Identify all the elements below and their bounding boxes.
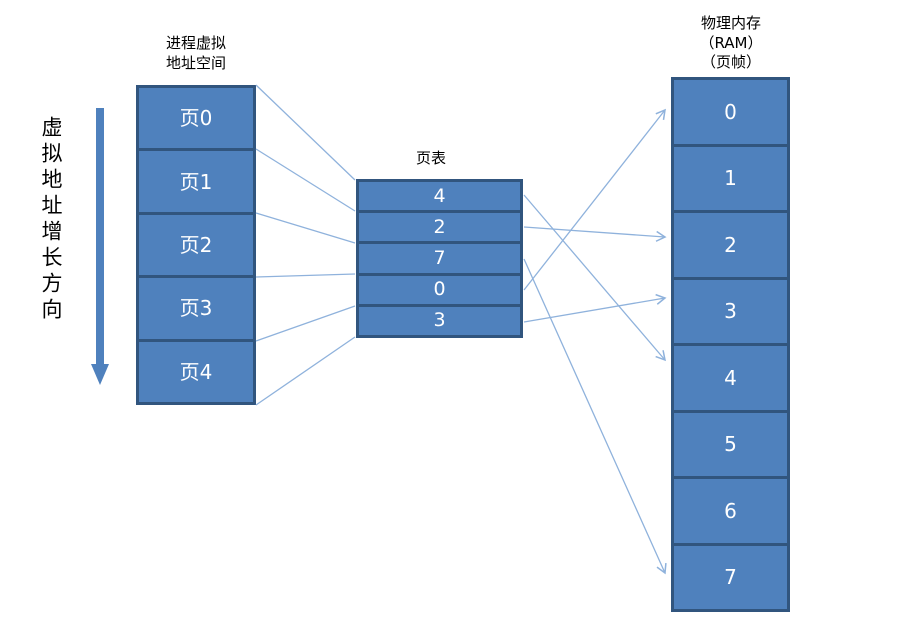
virtual-page-label: 页0 [179,106,213,131]
fan-line-page0-1 [255,148,356,212]
arrow-entry4-to-frame4 [523,194,667,362]
page-table-header: 页表 [415,149,446,167]
virtual-page-label: 页4 [179,359,213,384]
physical-frame-row-1: 1 [674,146,787,213]
physical-frame-label: 3 [724,299,737,324]
virtual-page-label: 页1 [179,169,213,194]
physical-frame-label: 0 [724,99,737,124]
physical-frame-row-5: 5 [674,412,787,479]
physical-frame-label: 5 [724,432,737,457]
page-table-row-0: 4 [359,182,520,214]
physical-frame-label: 6 [724,498,737,523]
virtual-page-label: 页3 [179,296,213,321]
page-table-box: 4 2 7 0 3 [356,179,523,338]
virtual-address-space-box: 页0 页1 页2 页3 页4 [136,85,256,405]
arrow-entry2-to-frame2 [523,226,667,242]
page-table-entry: 0 [433,278,446,301]
fan-line-top [255,84,356,181]
physical-frame-label: 1 [724,166,737,191]
fan-line-bottom [255,336,356,406]
virtual-address-direction-label: 虚拟地址增长方向 [39,116,63,324]
fan-line-page3-4 [255,305,356,342]
physical-frame-row-3: 3 [674,279,787,346]
virtual-page-row-1: 页1 [139,151,253,215]
page-table-entry: 3 [433,309,446,332]
virtual-page-row-0: 页0 [139,88,253,152]
page-table-entry: 7 [433,247,446,269]
virtual-page-label: 页2 [179,233,213,258]
page-table-row-4: 3 [359,306,520,336]
virtual-address-space-header: 进程虚拟 地址空间 [165,34,226,72]
page-table-entry: 4 [433,184,446,207]
page-table-row-3: 0 [359,275,520,307]
physical-frame-row-6: 6 [674,479,787,546]
page-table-row-1: 2 [359,213,520,245]
physical-frame-row-0: 0 [674,80,787,147]
fan-line-page2-3 [255,273,356,278]
physical-frame-label: 2 [724,232,737,257]
physical-frame-label: 7 [724,565,737,590]
physical-frame-row-7: 7 [674,545,787,609]
physical-frame-row-2: 2 [674,213,787,280]
physical-memory-box: 0 1 2 3 4 5 6 7 [671,77,790,612]
physical-frame-label: 4 [724,365,737,390]
virtual-page-row-2: 页2 [139,214,253,279]
direction-arrow-head [91,364,109,385]
virtual-page-row-4: 页4 [139,341,253,403]
arrow-entry0-to-frame0 [523,108,666,291]
physical-frame-row-4: 4 [674,346,787,413]
page-table-row-2: 7 [359,244,520,276]
arrow-entry3-to-frame3 [523,293,667,323]
physical-memory-header: 物理内存 （RAM） （页帧） [699,14,763,71]
fan-line-page1-2 [255,212,356,244]
page-table-entry: 2 [433,215,446,238]
virtual-page-row-3: 页3 [139,278,253,342]
arrow-entry7-to-frame7 [523,258,667,575]
